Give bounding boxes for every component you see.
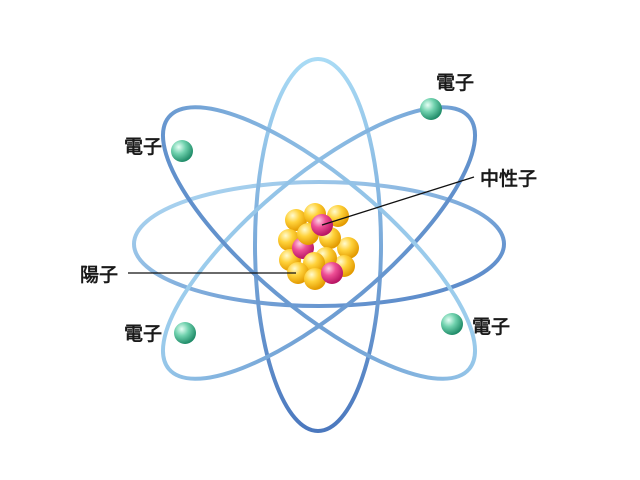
electron-label-upper-left: 電子: [124, 136, 162, 158]
nucleus: [278, 203, 359, 290]
electron-label-lower-right: 電子: [472, 316, 510, 338]
electrons: [171, 98, 463, 344]
orbits: [132, 57, 506, 433]
orbit-vertical: [253, 57, 383, 433]
neutron-particle: [337, 237, 359, 259]
neutron-leader-line: [321, 176, 475, 226]
proton-label: 陽子: [80, 264, 118, 286]
labels: 電子 電子 電子 電子 中性子 陽子: [80, 72, 537, 345]
proton-particle: [321, 262, 343, 284]
leader-lines: [128, 176, 475, 274]
orbit-horizontal: [132, 180, 506, 308]
electron-lower-right: [441, 313, 463, 335]
neutron-particle: [303, 252, 325, 274]
electron-upper-left: [171, 140, 193, 162]
neutron-particle: [304, 268, 326, 290]
neutron-label: 中性子: [480, 167, 537, 190]
orbit-diagonal-b: [160, 105, 478, 381]
electron-label-top-right: 電子: [436, 72, 474, 94]
neutron-particle: [287, 262, 309, 284]
electron-top-right: [420, 98, 442, 120]
electron-label-lower-left: 電子: [124, 323, 162, 345]
orbit-diagonal-a: [160, 105, 478, 381]
electron-lower-left: [174, 322, 196, 344]
